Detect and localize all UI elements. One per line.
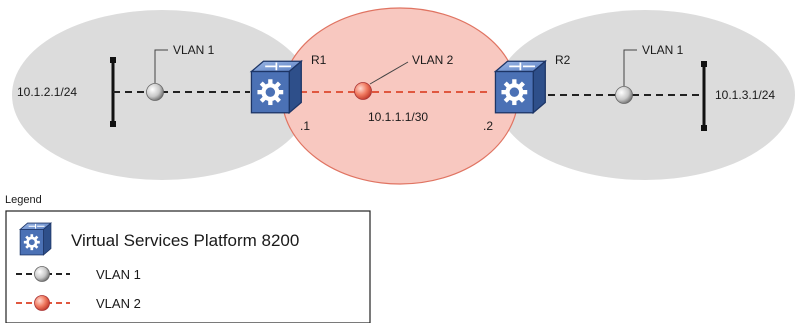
legend-vlan1-port-icon [16,266,70,282]
left-lan-segment-end-bottom [110,121,116,127]
middle-vlan-label: VLAN 2 [412,53,454,67]
router-r2-label: R2 [555,53,571,67]
router-r2-icon [494,60,547,114]
legend-router-label: Virtual Services Platform 8200 [71,231,299,250]
router-r1-label: R1 [311,53,327,67]
legend-box [5,210,371,323]
legend-vlan1-label: VLAN 1 [96,267,141,282]
router-r2-interface-label: .2 [483,119,493,133]
router-r1-icon [250,60,303,114]
right-lan-segment-end-bottom [701,125,707,131]
legend-title: Legend [5,194,42,206]
left-subnet-label: 10.1.2.1/24 [17,85,77,99]
middle-vlan2-callout [369,61,409,85]
middle-subnet-label: 10.1.1.1/30 [368,110,428,124]
right-vlan1-port-icon [615,86,633,104]
right-vlan-label: VLAN 1 [642,43,684,57]
right-lan-segment-end-top [701,61,707,67]
left-vlan1-port-icon [146,83,164,101]
router-r1-interface-label: .1 [300,119,310,133]
right-vlan1-callout [623,49,637,86]
right-subnet-label: 10.1.3.1/24 [715,88,775,102]
left-vlan-label: VLAN 1 [173,43,215,57]
middle-network-cloud [281,7,519,185]
legend-router-icon [19,222,52,256]
left-vlan1-callout [154,49,168,83]
legend-vlan2-port-icon [16,295,70,311]
legend-vlan2-label: VLAN 2 [96,296,141,311]
left-lan-segment-end-top [110,57,116,63]
middle-vlan2-port-icon [354,82,372,100]
